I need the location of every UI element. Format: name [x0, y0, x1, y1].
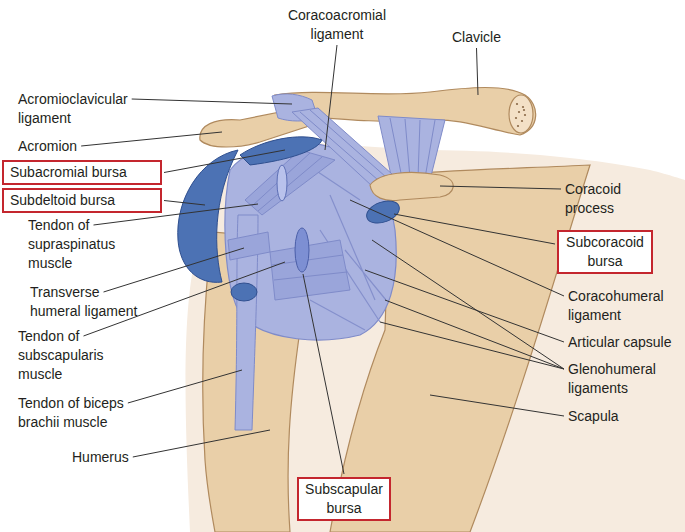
leader-line: [104, 248, 244, 292]
clavicle-bone-part: [509, 95, 533, 133]
bursa-label-box: Subacromial bursa: [2, 160, 162, 185]
part-label: Tendon of supraspinatus muscle: [28, 216, 138, 273]
leader-line: [132, 99, 292, 104]
part-label: Transverse humeral ligament: [30, 283, 148, 321]
bursa-label-box: Subscapular bursa: [297, 477, 391, 521]
part-label: Articular capsule: [568, 333, 680, 352]
clavicle-bone-part-part: [523, 109, 525, 111]
bursa-part: [364, 197, 403, 227]
leader-line: [164, 150, 285, 173]
biceps-tendon-part: [231, 283, 257, 301]
leader-line: [81, 132, 222, 146]
bursa-name: Subacromial bursa: [10, 163, 154, 182]
clavicle-bone-part: [515, 103, 526, 127]
part-label: Tendon of subscapularis muscle: [18, 327, 118, 384]
leader-line: [128, 370, 242, 403]
part-label: Humerus: [72, 448, 152, 467]
part-label: Clavicle: [452, 28, 532, 47]
subscapularis-tendon-part: [270, 240, 350, 300]
clavicle-bone-part-part: [524, 114, 526, 116]
part-label: Coracoacromial ligament: [277, 6, 397, 44]
bursa-part: [277, 165, 287, 201]
bursa-part: [295, 228, 309, 272]
clavicle-bone-part-part: [515, 117, 517, 119]
part-label: Scapula: [568, 407, 648, 426]
bursa-name: Subscapular bursa: [305, 480, 383, 518]
part-label: Coracoid process: [565, 180, 645, 218]
leader-line: [325, 45, 337, 150]
part-label: Glenohumeral ligaments: [568, 360, 673, 398]
leader-lines: [81, 45, 564, 474]
clavicle-bone-part-part: [522, 106, 524, 108]
leader-line: [365, 270, 564, 342]
bursa-label-box: Subcoracoid bursa: [557, 230, 653, 274]
leader-line: [440, 186, 561, 189]
leader-line: [372, 240, 564, 369]
subscapularis-tendon-part: [272, 255, 347, 280]
leader-line: [385, 300, 564, 369]
bursa-label-box: Subdeltoid bursa: [2, 188, 162, 213]
clavicle-bone-part-part: [517, 125, 519, 127]
skin-silhouette-part: [186, 140, 685, 532]
leader-line: [380, 322, 564, 369]
bursa-name: Subcoracoid bursa: [565, 233, 645, 271]
leader-line: [84, 262, 286, 336]
coracoclavicular-ligament-part: [390, 118, 435, 178]
part-label: Coracohumeral ligament: [568, 287, 673, 325]
bursa-part: [178, 150, 238, 282]
leader-line: [477, 48, 478, 95]
part-label: Acromioclavicular ligament: [18, 90, 148, 128]
clavicle-bone-part-part: [521, 120, 523, 122]
bursa-name: Subdeltoid bursa: [10, 191, 154, 210]
part-label: Acromion: [18, 137, 118, 156]
part-label: Tendon of biceps brachii muscle: [18, 394, 148, 432]
leader-line: [303, 274, 344, 474]
leader-line: [430, 395, 564, 416]
leader-line: [394, 214, 555, 244]
leader-line: [133, 430, 270, 457]
skin-silhouette: [186, 140, 685, 532]
subscapularis-tendon: [270, 240, 350, 300]
leader-line: [350, 200, 564, 296]
clavicle-bone-part-part: [516, 103, 518, 105]
clavicle-bone-part-part: [518, 111, 520, 113]
transverse-humeral-ligament-part: [228, 232, 270, 260]
transverse-humeral-ligament: [228, 232, 270, 260]
leader-line: [164, 201, 205, 206]
